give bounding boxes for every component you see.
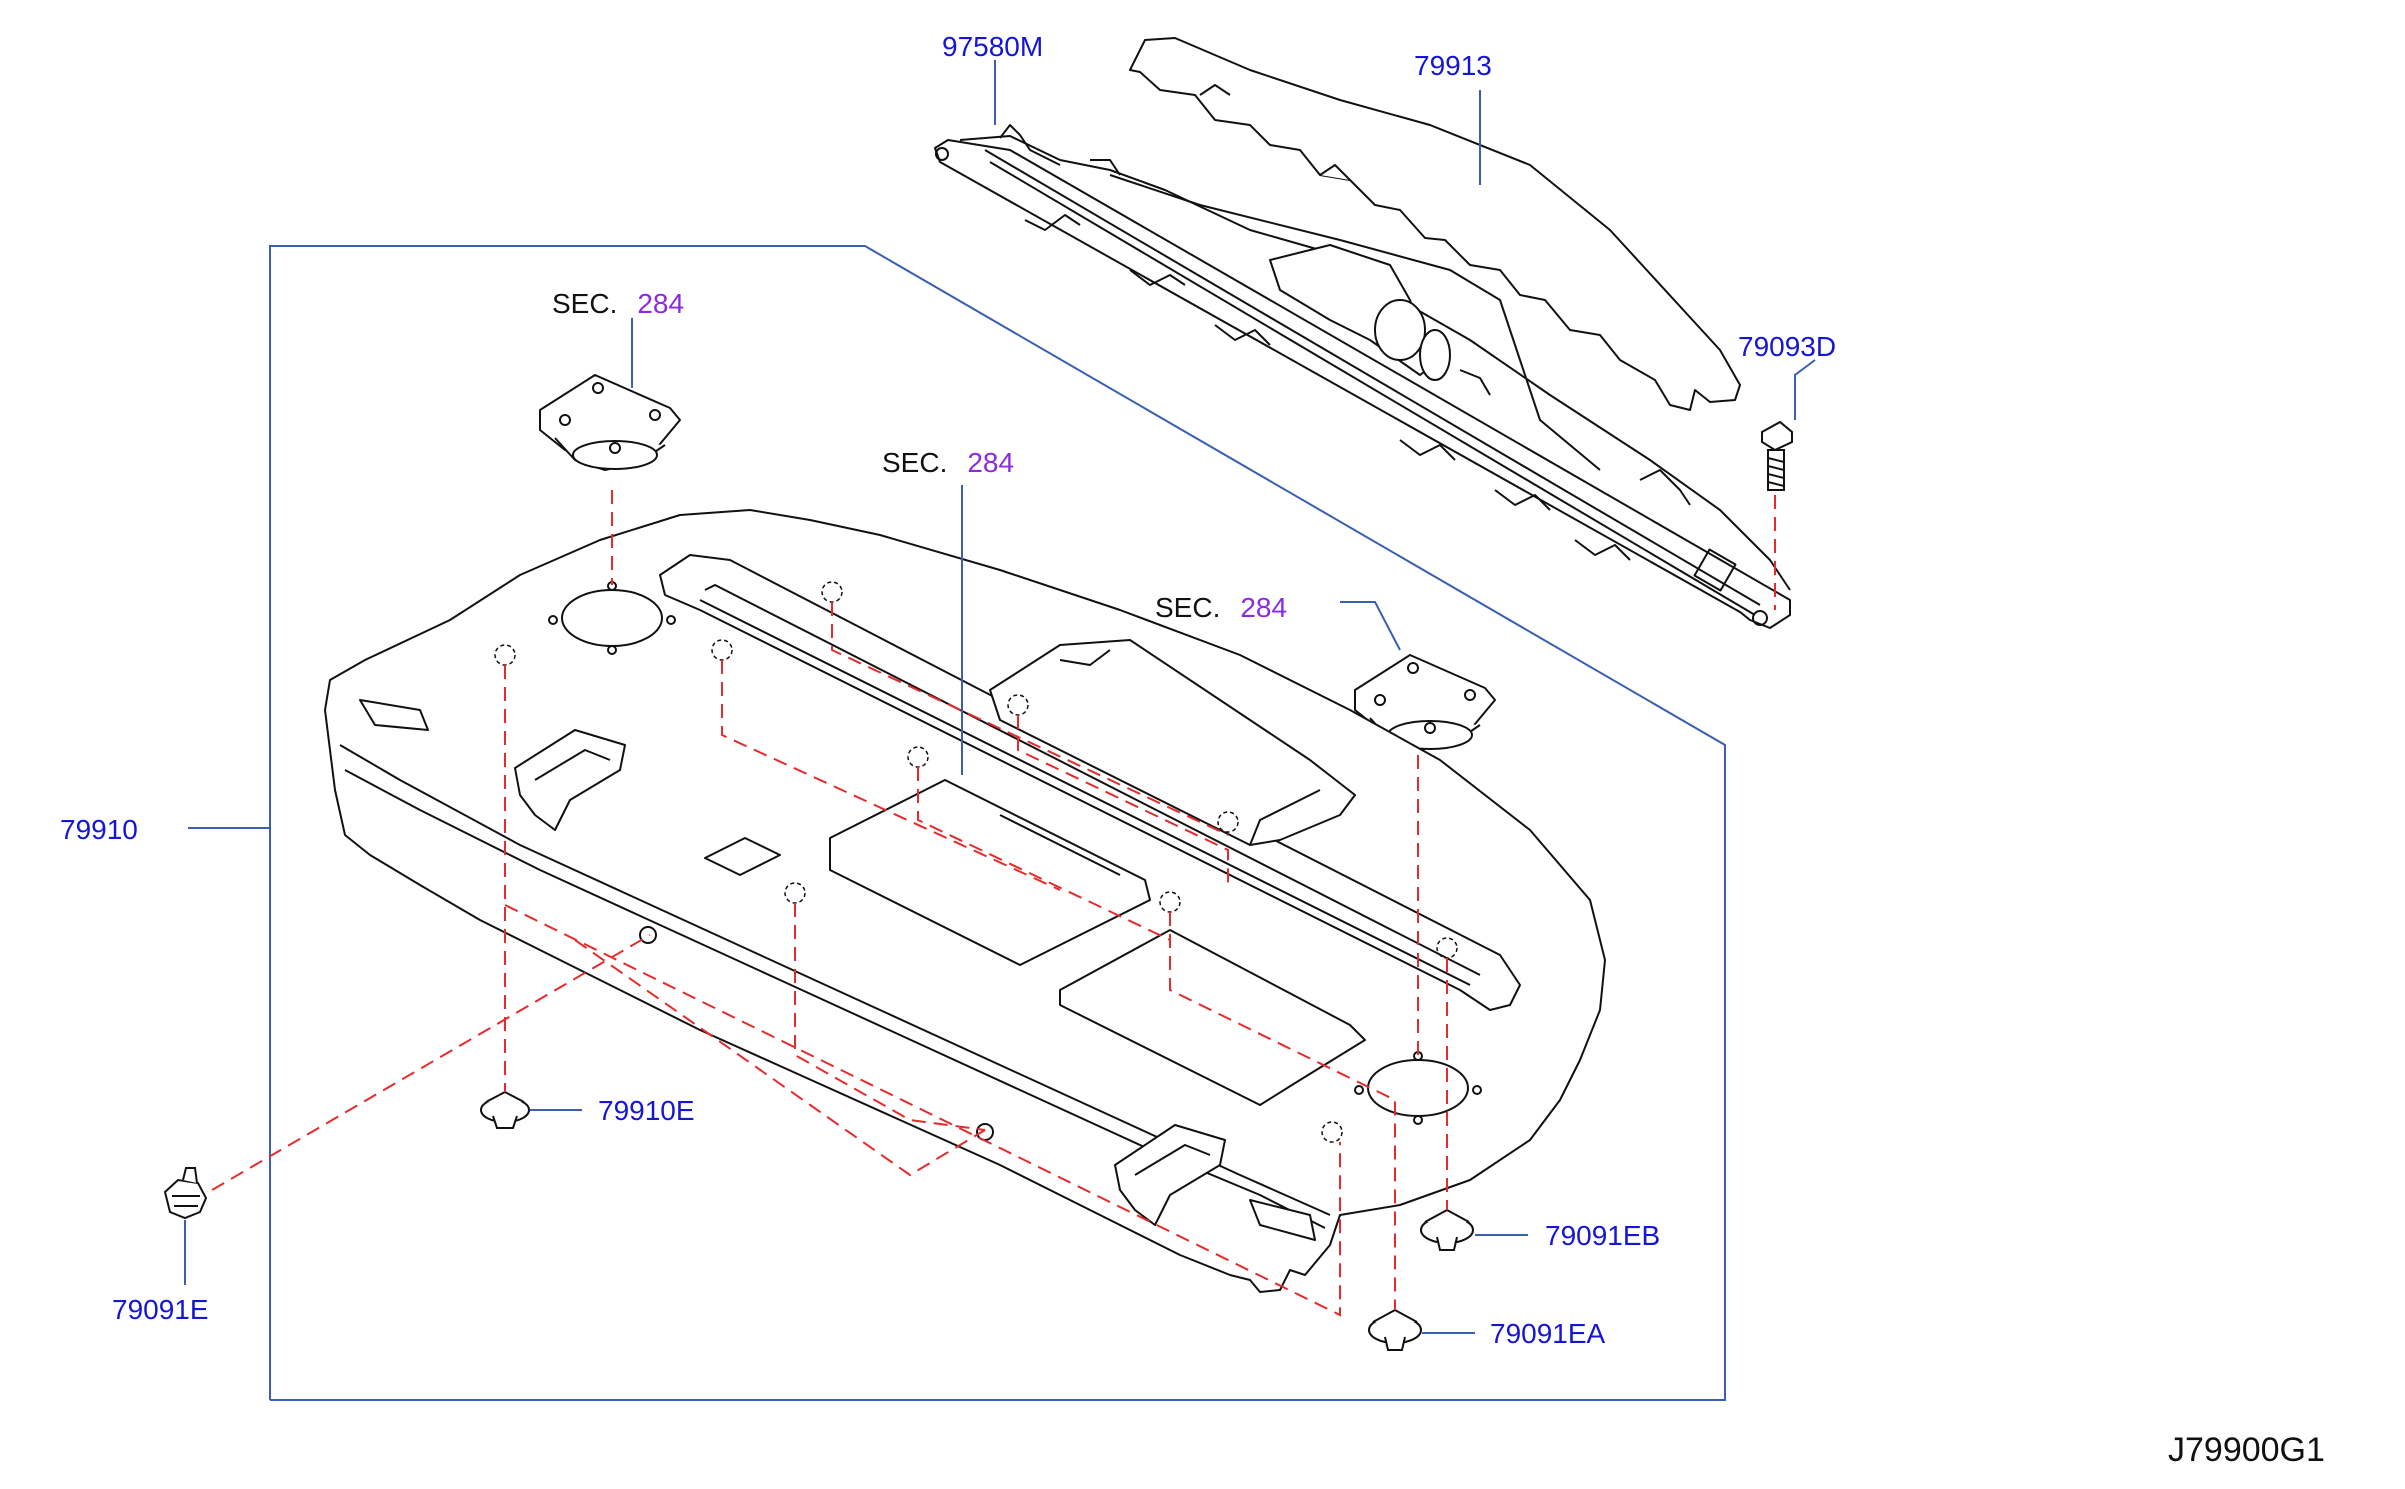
clip-79091EA [1368,1308,1422,1351]
stop-lamp-rail [934,124,1791,629]
clip-79091E [163,1167,208,1220]
section-ref-3: SEC. 284 [1155,594,1287,622]
speaker-cap-left [539,374,681,471]
leader-lines [184,60,1816,1334]
finisher-panel-79913 [1129,37,1741,411]
clip-79910E [480,1090,530,1129]
assembly-bracket [269,245,1726,1401]
callout-79093D: 79093D [1738,331,1837,362]
section-ref-1: SEC. 284 [552,290,684,318]
callout-79091EB: 79091EB [1545,1220,1661,1251]
callout-79091E: 79091E [112,1294,209,1325]
section-ref-prefix: SEC. [552,288,618,319]
install-lines [211,490,1776,1317]
callout-79913: 79913 [1414,50,1492,81]
callout-79910: 79910 [60,814,138,845]
callout-79910E: 79910E [598,1095,695,1126]
callout-79091EA: 79091EA [1490,1318,1606,1349]
section-ref-number: 284 [1240,592,1288,623]
section-ref-number: 284 [967,447,1015,478]
screw-79093D [1761,420,1793,491]
section-ref-prefix: SEC. [1155,592,1221,623]
section-ref-2: SEC. 284 [882,449,1014,477]
parcel-shelf-79910 [324,509,1606,1293]
callout-97580M: 97580M [942,31,1044,62]
drawing-code: J79900G1 [2168,1431,2325,1469]
clip-79091EB [1420,1208,1474,1251]
section-ref-number: 284 [637,288,685,319]
section-ref-prefix: SEC. [882,447,948,478]
